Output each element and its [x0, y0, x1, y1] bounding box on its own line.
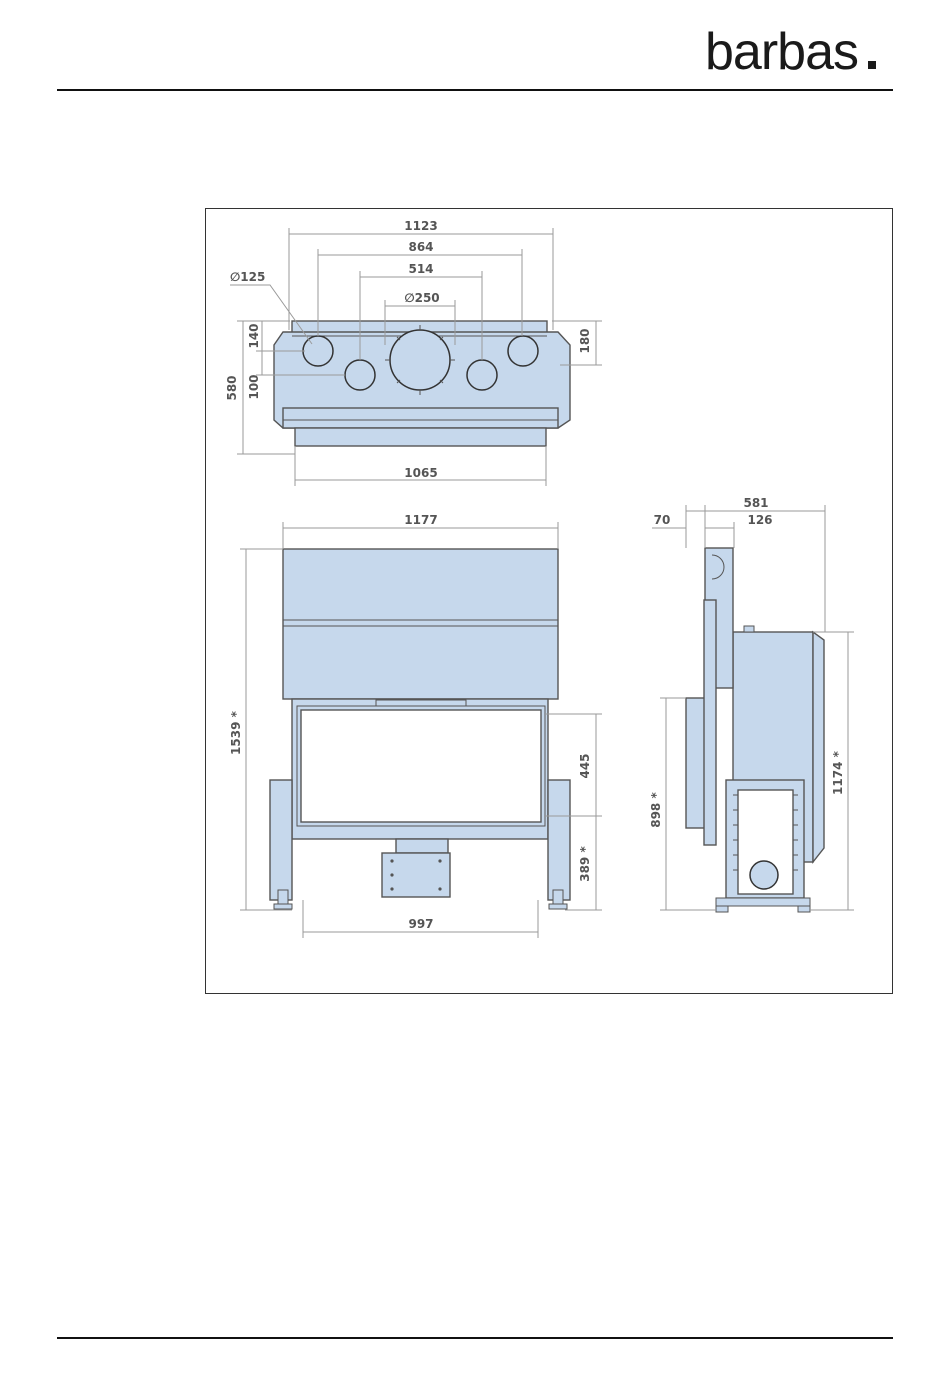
side-frame: [704, 600, 716, 845]
side-door: [686, 698, 706, 828]
dim-bottom-width: 1065: [404, 466, 437, 480]
dim-frame-depth: 126: [747, 513, 772, 527]
air-intake-top: [396, 839, 448, 853]
dim-side-depth: 581: [743, 496, 768, 510]
dim-flue-spacing-inner: 514: [408, 262, 433, 276]
side-rear-panel: [813, 632, 824, 862]
dim-flue-spacing-outer: 864: [408, 240, 433, 254]
dim-small-flue-diameter: ∅125: [230, 270, 265, 284]
dim-glass-floor-height: 389 *: [578, 846, 592, 882]
dim-front-height: 1539 *: [229, 710, 243, 755]
flue-outlet-left-icon: [303, 336, 333, 366]
side-view: 581 70 126 898 * 1174 *: [649, 496, 854, 912]
dim-top-depth: 580: [225, 375, 239, 400]
dim-top-width: 1123: [404, 219, 437, 233]
dim-side-top-height: 1174 *: [831, 750, 845, 795]
top-view-front-frame: [283, 408, 558, 428]
top-view-front-lip: [295, 428, 546, 446]
front-leg-left: [270, 780, 292, 900]
flue-outlet-inner-right-icon: [467, 360, 497, 390]
front-hood: [283, 549, 558, 699]
dim-depth-offset-b: 100: [247, 374, 261, 399]
front-glass-window: [301, 710, 541, 822]
dim-glass-height: 445: [578, 753, 592, 778]
dim-side-body-height: 898 *: [649, 792, 663, 828]
top-view: 1123 864 514 ∅250 ∅125 140 100 580 180 1…: [225, 219, 602, 486]
flue-outlet-right-icon: [508, 336, 538, 366]
front-leg-right: [548, 780, 570, 900]
dim-main-flue-diameter: ∅250: [404, 291, 439, 305]
dim-front-offset: 70: [654, 513, 671, 527]
side-air-duct-icon: [750, 861, 778, 889]
dim-depth-offset-a: 140: [247, 323, 261, 348]
door-handle-rail: [376, 700, 466, 706]
dim-right-offset: 180: [578, 328, 592, 353]
dim-leg-span: 997: [408, 917, 433, 931]
footer-rule: [57, 1337, 893, 1339]
dim-front-width: 1177: [404, 513, 437, 527]
flue-outlet-inner-left-icon: [345, 360, 375, 390]
front-view: 1177 1539 * 445 389 * 997: [229, 513, 602, 938]
